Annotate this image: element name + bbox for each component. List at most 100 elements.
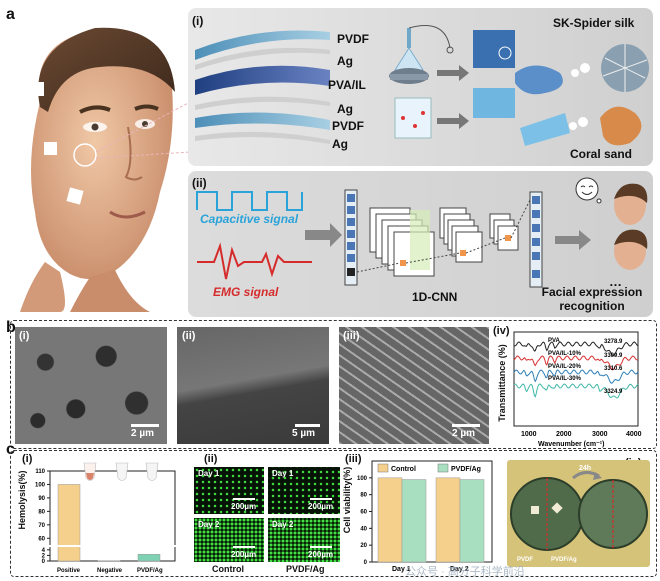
coral-sand-title: Coral sand	[570, 147, 633, 161]
layer-label: PVA/IL	[328, 78, 366, 92]
via-category: Day 1	[392, 566, 411, 573]
group-label: PVDF/Ag	[286, 564, 325, 574]
ftir-chart: PVA PVA/IL-10% PVA/IL-20% PVA/IL-30% 327…	[513, 331, 642, 448]
hemo-tick-label: 4	[42, 548, 46, 554]
sem-tag: (i)	[19, 330, 30, 342]
ftir-series-label: PVA/IL-20%	[548, 364, 582, 370]
via-category: Day 2	[450, 566, 469, 573]
sem-tag: (ii)	[182, 330, 196, 342]
viability-bar	[377, 477, 403, 563]
ftir-xtick: 4000	[626, 431, 642, 438]
layer-label: Ag	[337, 54, 353, 68]
hemo-tick-label: 0	[42, 559, 46, 565]
output-arrow	[555, 230, 591, 250]
panel-tag-a-ii: (ii)	[192, 176, 207, 190]
hemo-tick-label: 90	[38, 496, 45, 502]
expression-recognition-label: Facial expression recognition	[541, 285, 643, 313]
time-label: 24h	[579, 465, 591, 472]
capacitive-signal-label: Capacitive signal	[200, 212, 299, 226]
via-tick-label: 0	[364, 560, 368, 566]
ftir-xtick: 1000	[521, 431, 537, 438]
panel-c-frame	[10, 450, 657, 577]
fabrication-schematic	[389, 25, 649, 146]
day-label: Day 2	[272, 520, 294, 529]
via-tick-label: 40	[360, 526, 367, 532]
day-label: Day 2	[198, 520, 220, 529]
ftir-xlabel: Wavenumber (cm⁻¹)	[538, 441, 604, 448]
layer-stack-illustration	[195, 30, 330, 144]
hemo-category: Positive	[57, 568, 81, 574]
scale-bar	[233, 498, 255, 500]
ftir-peak-label: 3324.9	[604, 389, 623, 395]
hemo-bar	[57, 484, 81, 562]
layer-label: Ag	[337, 102, 353, 116]
face-illustration	[20, 27, 190, 312]
layer-label: PVDF	[337, 32, 370, 46]
tube-fill	[86, 473, 94, 480]
ftir-series-il30	[513, 383, 639, 399]
scale-label: 5 µm	[292, 428, 315, 439]
emg-signal-label: EMG signal	[213, 285, 279, 299]
scale-label: 2 µm	[452, 428, 475, 439]
panel-label-c: c	[6, 441, 15, 458]
ftir-xtick: 2000	[556, 431, 572, 438]
ftir-peak-label: 3310.6	[604, 366, 623, 372]
ftir-peak-label: 3278.9	[604, 339, 623, 345]
scale-bar	[295, 424, 320, 427]
watermark: 公众号 · 高分子科学前沿	[405, 566, 525, 578]
fluorescence-image	[194, 467, 264, 514]
ftir-series-label: PVA	[548, 338, 561, 344]
hemo-category: Negative	[97, 568, 123, 574]
scale-bar	[131, 424, 159, 427]
ftir-series-label: PVA/IL-10%	[548, 351, 582, 357]
dish-label: PVDF	[517, 557, 533, 563]
fluorescence-image	[268, 467, 340, 514]
sem-tag: (iii)	[343, 330, 360, 342]
ftir-series-pva	[513, 341, 639, 357]
layer-label: PVDF	[332, 119, 365, 133]
panel-tag-a-i: (i)	[192, 14, 204, 28]
panel-label-a: a	[6, 6, 15, 23]
hemo-tag: (i)	[22, 453, 33, 465]
ftir-series-label: PVA/IL-30%	[548, 376, 582, 382]
fluorescence-image	[194, 518, 264, 562]
scale-bar	[233, 546, 255, 548]
hemo-bar	[137, 554, 161, 562]
via-tick-label: 60	[360, 510, 367, 516]
ftir-series-il20	[513, 369, 639, 384]
hemo-tick-label: 80	[38, 509, 45, 515]
hemo-tick-label: 70	[38, 523, 45, 529]
hemo-tick-label: 110	[35, 469, 45, 475]
scale-label: 200µm	[231, 502, 257, 511]
dish-label: PVDF/Ag	[551, 557, 577, 563]
scale-label: 200µm	[308, 550, 334, 559]
scale-label: 200µm	[231, 550, 257, 559]
ellipsis: …	[609, 274, 622, 289]
scale-label: 2 µm	[131, 428, 154, 439]
hemo-tick-label: 60	[38, 536, 45, 542]
scale-bar	[310, 498, 332, 500]
spider-silk-title: SK-Spider silk	[553, 16, 635, 30]
hemo-tick-label: 100	[35, 482, 46, 488]
cnn-schematic	[305, 189, 543, 288]
axis-break	[46, 545, 176, 547]
viability-bar	[435, 477, 461, 563]
day-label: Day 1	[198, 469, 220, 478]
day-label: Day 1	[272, 469, 294, 478]
sample-patch	[531, 506, 539, 514]
legend-label: Control	[391, 466, 416, 473]
petri-dishes: 24h PVDF PVDF/Ag	[510, 465, 648, 563]
scale-label: 200µm	[308, 502, 334, 511]
legend-swatch	[377, 463, 389, 473]
tube-icon	[145, 462, 159, 481]
fluorescence-image	[268, 518, 340, 562]
ftir-ylabel: Transmittance (%)	[497, 344, 507, 422]
layer-label: Ag	[332, 137, 348, 151]
expression-faces	[575, 177, 648, 270]
tube-icon	[115, 462, 129, 481]
sem-image-iii	[339, 327, 489, 444]
scale-bar	[452, 424, 480, 427]
ftir-peak-label: 3309.9	[604, 353, 623, 359]
viability-tag: (iii)	[345, 453, 362, 465]
